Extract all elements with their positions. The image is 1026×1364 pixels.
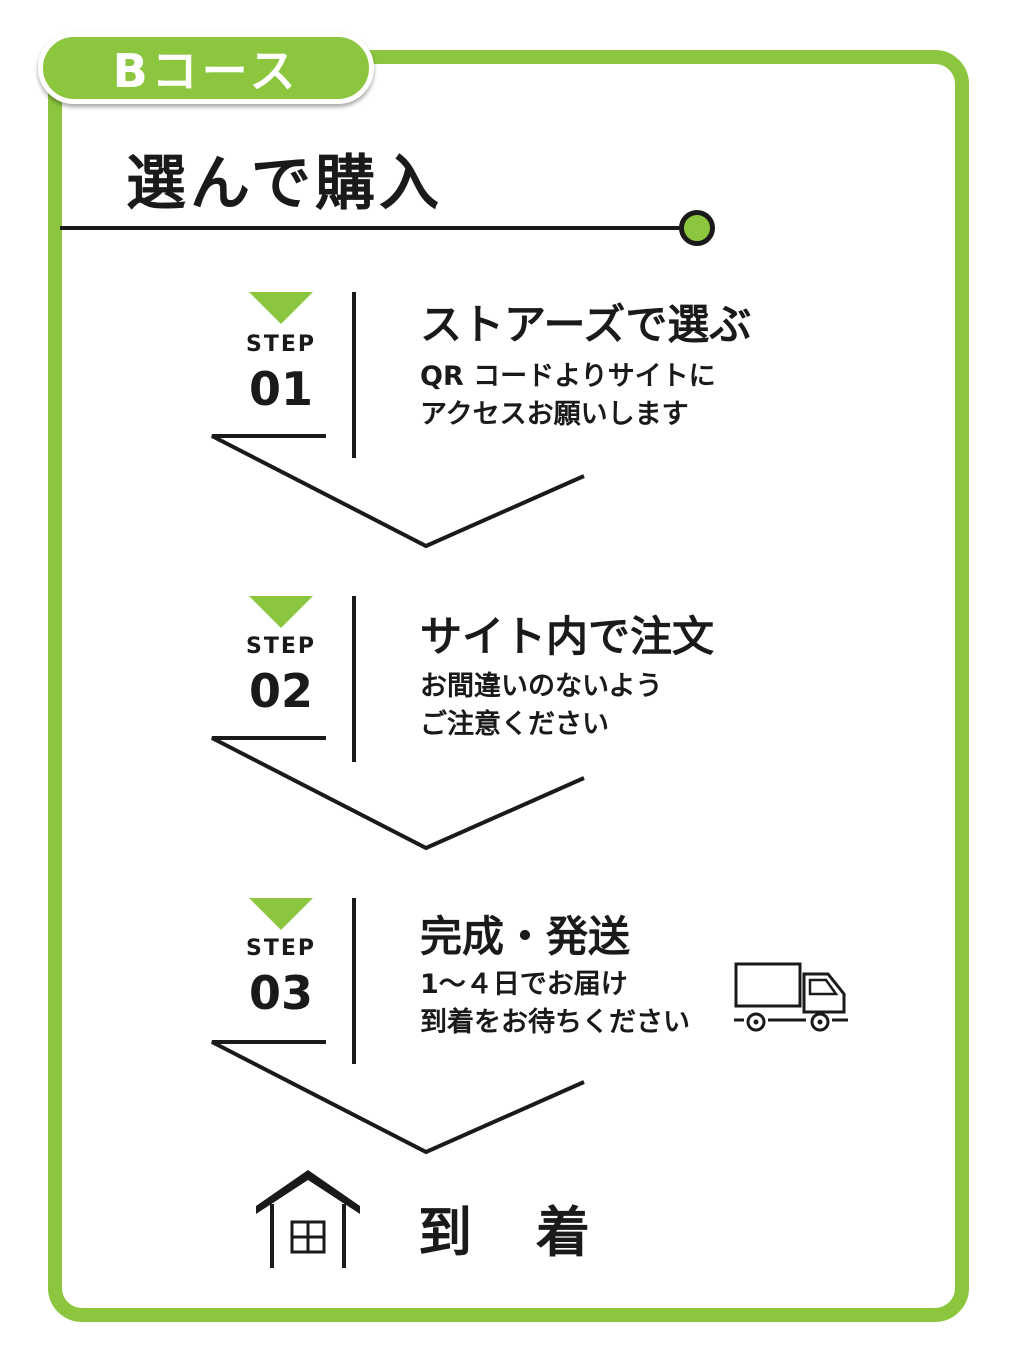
step-label: STEP	[245, 936, 316, 961]
page-title: 選んで購入	[126, 149, 443, 219]
step-heading: サイト内で注文	[420, 612, 715, 661]
step-number: 01	[248, 362, 313, 416]
step-heading: ストアーズで選ぶ	[420, 300, 752, 349]
triangle-down-icon	[249, 898, 313, 930]
house-icon	[256, 1170, 360, 1268]
truck-icon	[734, 962, 848, 1032]
triangle-down-icon	[249, 292, 313, 324]
step-divider	[352, 292, 356, 458]
step-heading: 完成・発送	[420, 912, 631, 961]
step-description-line: お間違いのないよう	[420, 671, 663, 702]
title-underline	[60, 226, 690, 230]
step-number: 02	[248, 664, 313, 718]
step-description-line: ご注意ください	[420, 709, 609, 740]
chevron-down-icon	[211, 736, 585, 851]
step-label: STEP	[245, 634, 316, 659]
step-divider	[352, 596, 356, 762]
step-description-line: アクセスお願いします	[420, 399, 689, 430]
chevron-down-icon	[211, 434, 585, 549]
step-label: STEP	[245, 332, 316, 357]
chevron-down-icon	[211, 1040, 585, 1155]
arrival-label: 到着	[418, 1201, 654, 1264]
title-dot-icon	[679, 210, 715, 246]
triangle-down-icon	[249, 596, 313, 628]
course-badge: Bコース	[38, 32, 374, 104]
step-description-line: QR コードよりサイトに	[420, 361, 716, 392]
step-number: 03	[248, 966, 313, 1020]
step-description-line: 1〜４日でお届け	[420, 969, 628, 1000]
step-divider	[352, 898, 356, 1064]
step-description-line: 到着をお待ちください	[420, 1007, 690, 1038]
